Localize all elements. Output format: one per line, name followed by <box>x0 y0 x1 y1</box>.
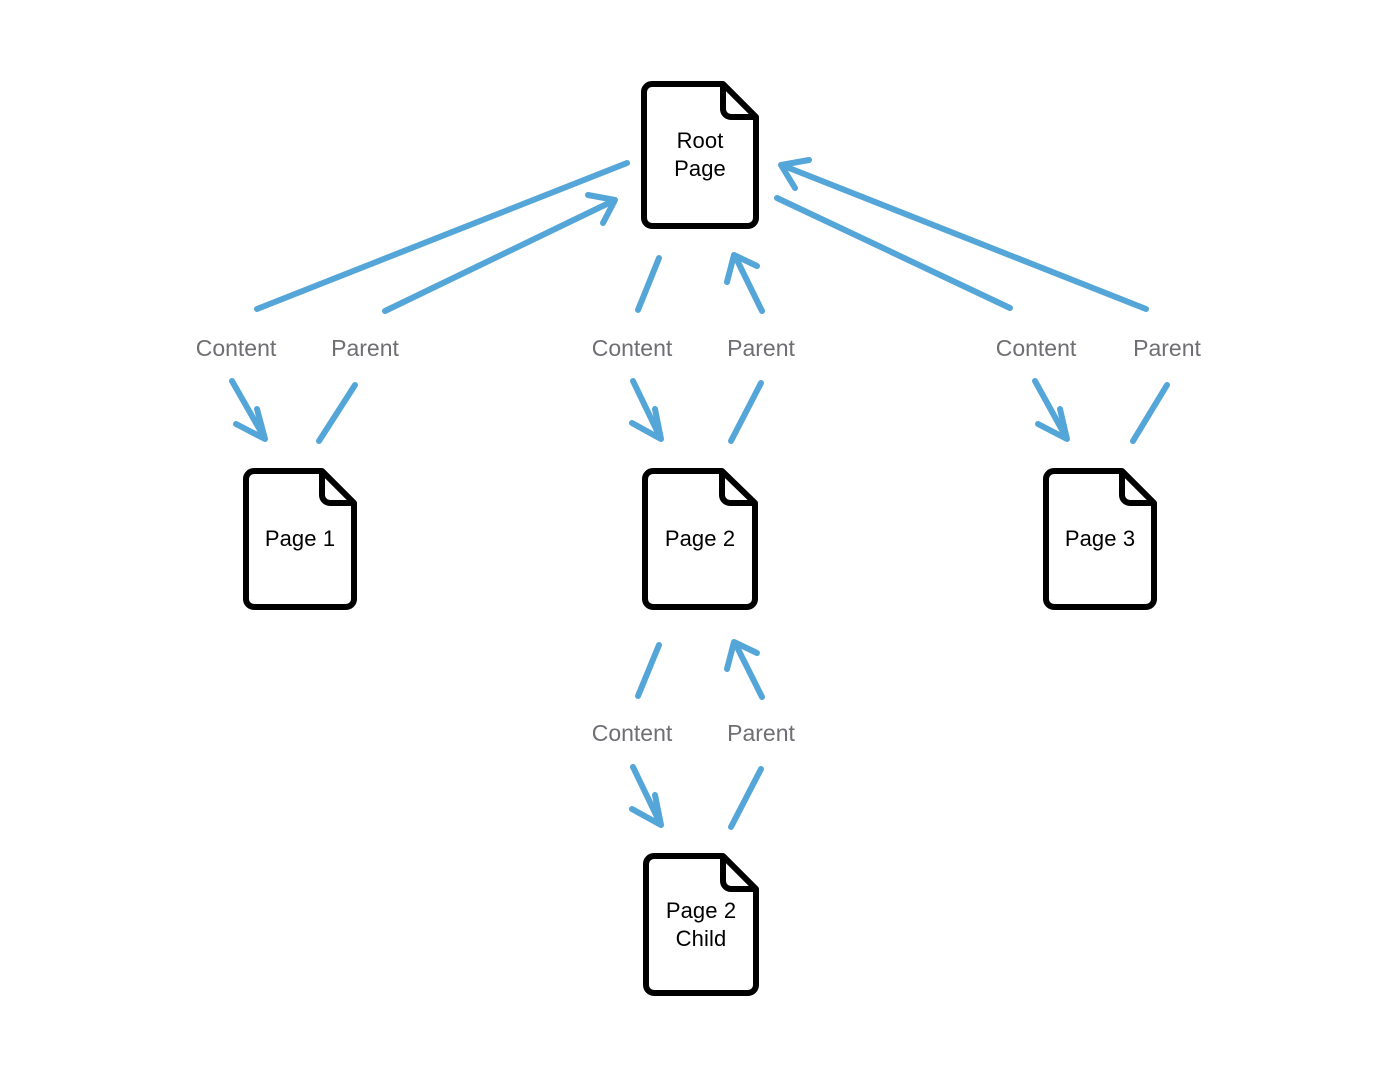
document-icon <box>243 468 357 610</box>
edge-content-page2-page2child <box>629 642 664 828</box>
edge-parent-page1-root <box>316 192 618 444</box>
node-label: Page 2 <box>664 526 736 551</box>
edge-parent-page2-root <box>724 252 765 444</box>
edge-label-parent-page2: Parent <box>727 335 795 361</box>
node-root-page[interactable]: Root Page <box>639 79 761 231</box>
edge-parent-page2child-page2 <box>724 639 765 830</box>
edge-label-content-page3: Content <box>995 335 1077 361</box>
node-page-2-child[interactable]: Page 2 Child <box>641 851 761 998</box>
edge-content-root-page1 <box>229 160 630 442</box>
document-icon <box>642 468 758 610</box>
node-label: Page 3 <box>1064 526 1136 551</box>
node-page-3[interactable]: Page 3 <box>1041 466 1159 612</box>
document-icon <box>1043 468 1157 610</box>
node-label: Root Page <box>674 128 726 181</box>
edge-label-parent-page2child: Parent <box>727 720 795 746</box>
node-page-2[interactable]: Page 2 <box>640 466 760 612</box>
edge-label-content-page1: Content <box>195 335 277 361</box>
edge-parent-page3-root <box>778 157 1170 444</box>
edge-label-parent-page1: Parent <box>331 335 399 361</box>
document-icon <box>643 853 759 996</box>
node-label: Page 1 <box>264 526 336 551</box>
edge-content-root-page2 <box>629 255 664 442</box>
node-page-1[interactable]: Page 1 <box>241 466 359 612</box>
node-label: Page 2 Child <box>665 897 737 951</box>
edge-content-root-page3 <box>774 195 1070 442</box>
edge-label-parent-page3: Parent <box>1133 335 1201 361</box>
edge-label-content-page2: Content <box>591 335 673 361</box>
document-icon <box>641 81 759 229</box>
edge-label-content-page2child: Content <box>591 720 673 746</box>
